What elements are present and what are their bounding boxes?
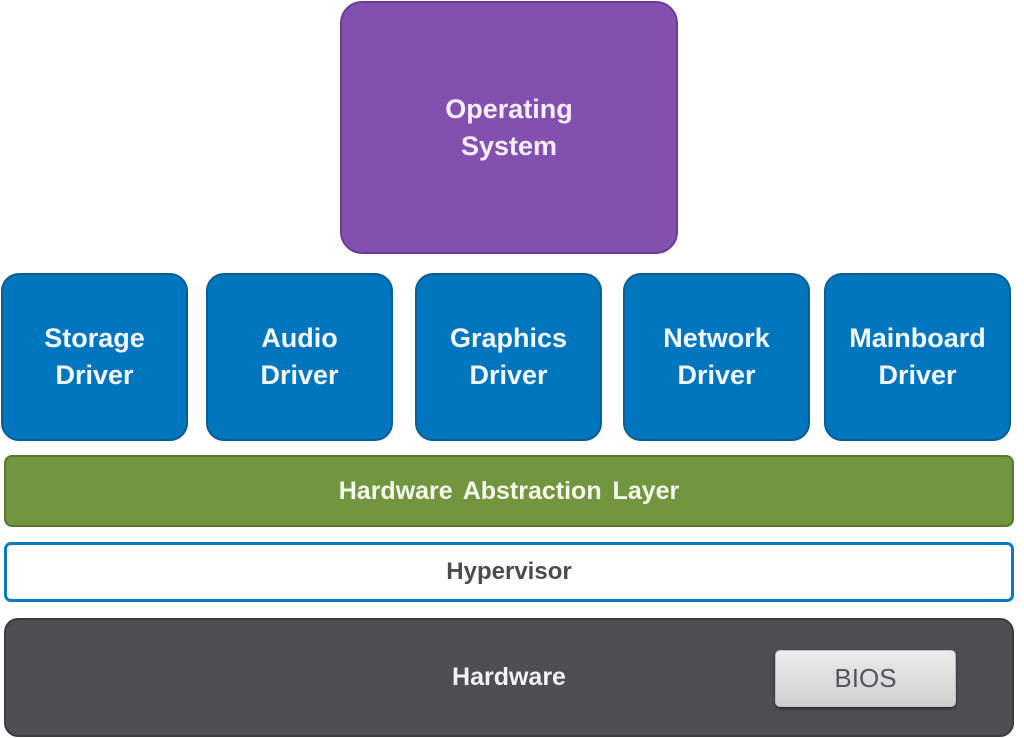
driver-label-line-1: Audio [261,323,338,353]
hardware-abstraction-layer: Hardware Abstraction Layer [4,455,1014,527]
driver-label-line-2: Driver [469,360,548,390]
audio-driver-box: Audio Driver [206,273,393,441]
hypervisor-label: Hypervisor [446,558,572,585]
driver-label-line-2: Driver [878,360,957,390]
os-label-line-1: Operating [445,93,573,124]
driver-label-line-2: Driver [55,360,134,390]
driver-label-line-2: Driver [677,360,756,390]
driver-label-line-2: Driver [260,360,339,390]
network-driver-box: Network Driver [623,273,810,441]
driver-label-line-1: Network [663,323,770,353]
os-label-line-2: System [460,130,558,161]
driver-label-line-1: Graphics [449,323,568,353]
storage-driver-box: Storage Driver [1,273,188,441]
driver-label-line-1: Storage [44,323,145,353]
hardware-label: Hardware [452,663,566,691]
graphics-driver-box: Graphics Driver [415,273,602,441]
bios-box: BIOS [775,650,956,707]
mainboard-driver-box: Mainboard Driver [824,273,1011,441]
hypervisor-layer: Hypervisor [4,542,1014,602]
hal-label: Hardware Abstraction Layer [338,476,680,505]
operating-system-layer: Operating System [340,1,678,254]
bios-label: BIOS [834,663,897,693]
driver-label-line-1: Mainboard [849,323,986,353]
